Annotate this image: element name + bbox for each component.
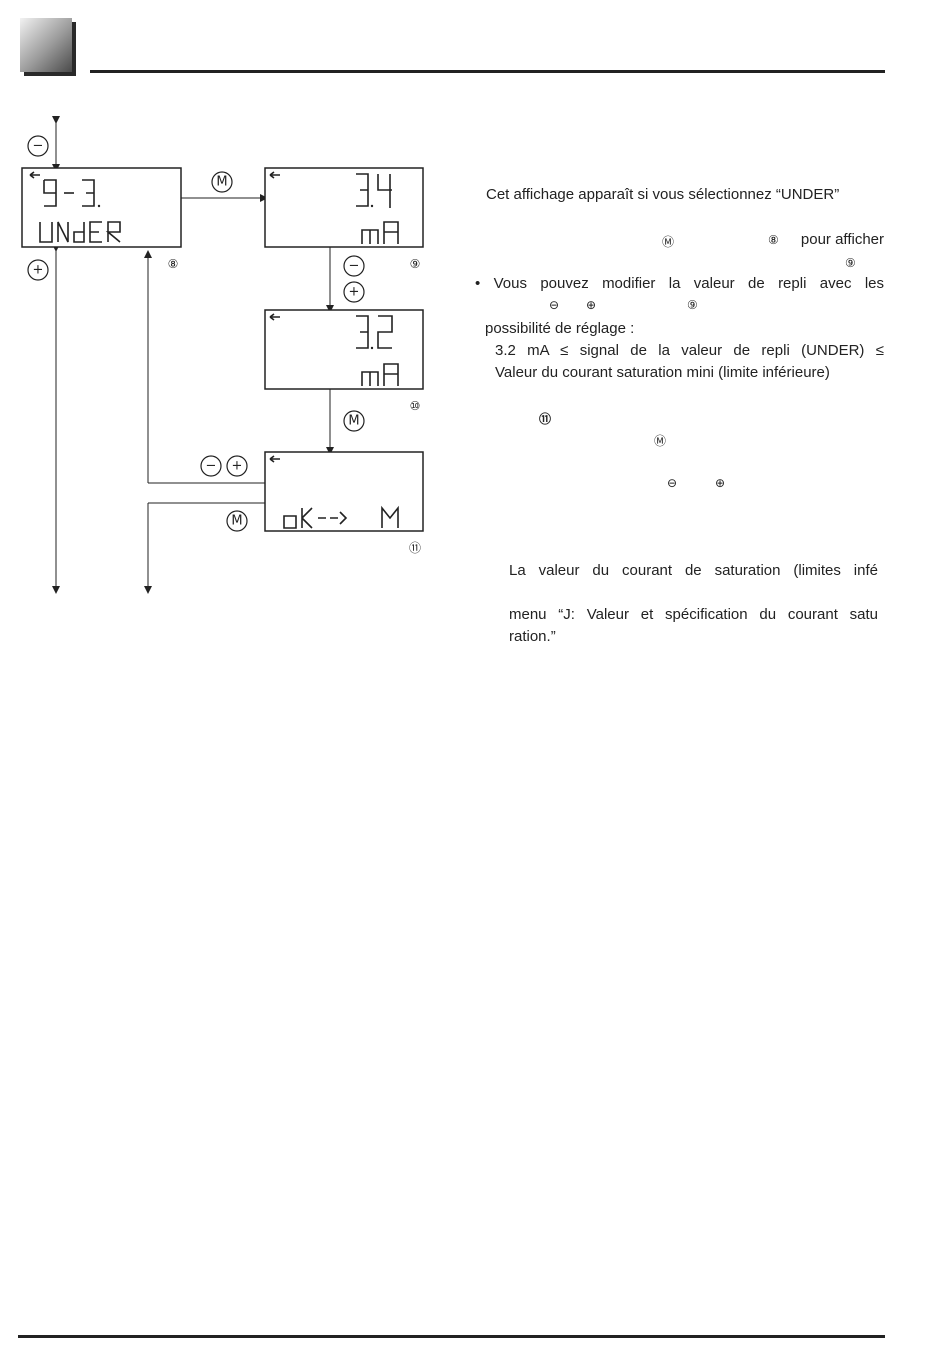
- m-button-3[interactable]: M: [226, 510, 248, 532]
- inline-step9-icon-1: ⑨: [845, 256, 856, 270]
- minus-button-mid[interactable]: −: [343, 255, 365, 277]
- text-range-line1: 3.2 mA ≤ signal de la valeur de repli (U…: [495, 342, 884, 359]
- text-possibilite: possibilité de réglage :: [485, 320, 635, 337]
- lcd-display-8: [21, 167, 182, 248]
- lcd-display-9: [264, 167, 424, 248]
- text-pour-afficher: pour afficher: [800, 231, 884, 248]
- step-number-11: ⑪: [409, 541, 421, 555]
- text-note-menu: menu “J: Valeur et spécification du cour…: [509, 606, 878, 623]
- inline-step8-icon: ⑧: [768, 233, 779, 247]
- step-number-10: ⑩: [410, 399, 421, 413]
- svg-text:−: −: [33, 139, 44, 154]
- text-note-saturation: La valeur du courant de saturation (limi…: [509, 562, 878, 579]
- plus-button-mid[interactable]: +: [343, 281, 365, 303]
- inline-minus-icon-2: ⊖: [667, 476, 678, 490]
- text-note-ration: ration.”: [509, 628, 556, 645]
- m-button-2[interactable]: M: [343, 410, 365, 432]
- inline-plus-icon-1: ⊕: [586, 298, 597, 312]
- header-rule: [90, 70, 885, 73]
- text-bullet-modify: • Vous pouvez modifier la valeur de repl…: [475, 275, 884, 292]
- inline-step11-icon: ⑪: [539, 412, 552, 426]
- lcd-display-10: [264, 309, 424, 390]
- minus-button-top[interactable]: −: [27, 135, 49, 157]
- inline-minus-icon-1: ⊖: [549, 298, 560, 312]
- text-range-line2: Valeur du courant saturation mini (limit…: [495, 364, 830, 381]
- step-number-9: ⑨: [410, 257, 421, 271]
- svg-text:−: −: [349, 259, 360, 274]
- footer-rule: [18, 1335, 885, 1338]
- inline-m-icon-1: Ⓜ: [662, 235, 675, 249]
- svg-text:M: M: [231, 514, 242, 529]
- minus-button-bottom[interactable]: −: [200, 455, 222, 477]
- svg-text:−: −: [206, 459, 217, 474]
- chapter-tab-marker: [20, 18, 72, 72]
- svg-text:+: +: [349, 285, 360, 300]
- step-number-8: ⑧: [168, 257, 179, 271]
- lcd-display-11: [264, 451, 424, 532]
- text-under-display: Cet affichage apparaît si vous sélection…: [486, 186, 840, 203]
- inline-step9-icon-2: ⑨: [687, 298, 698, 312]
- inline-m-icon-2: Ⓜ: [654, 434, 667, 448]
- inline-plus-icon-2: ⊕: [715, 476, 726, 490]
- svg-text:+: +: [33, 263, 44, 278]
- svg-text:M: M: [348, 414, 359, 429]
- svg-text:M: M: [216, 175, 227, 190]
- svg-text:+: +: [232, 459, 243, 474]
- plus-button-bottom[interactable]: +: [226, 455, 248, 477]
- m-button-1[interactable]: M: [211, 171, 233, 193]
- plus-button-left[interactable]: +: [27, 259, 49, 281]
